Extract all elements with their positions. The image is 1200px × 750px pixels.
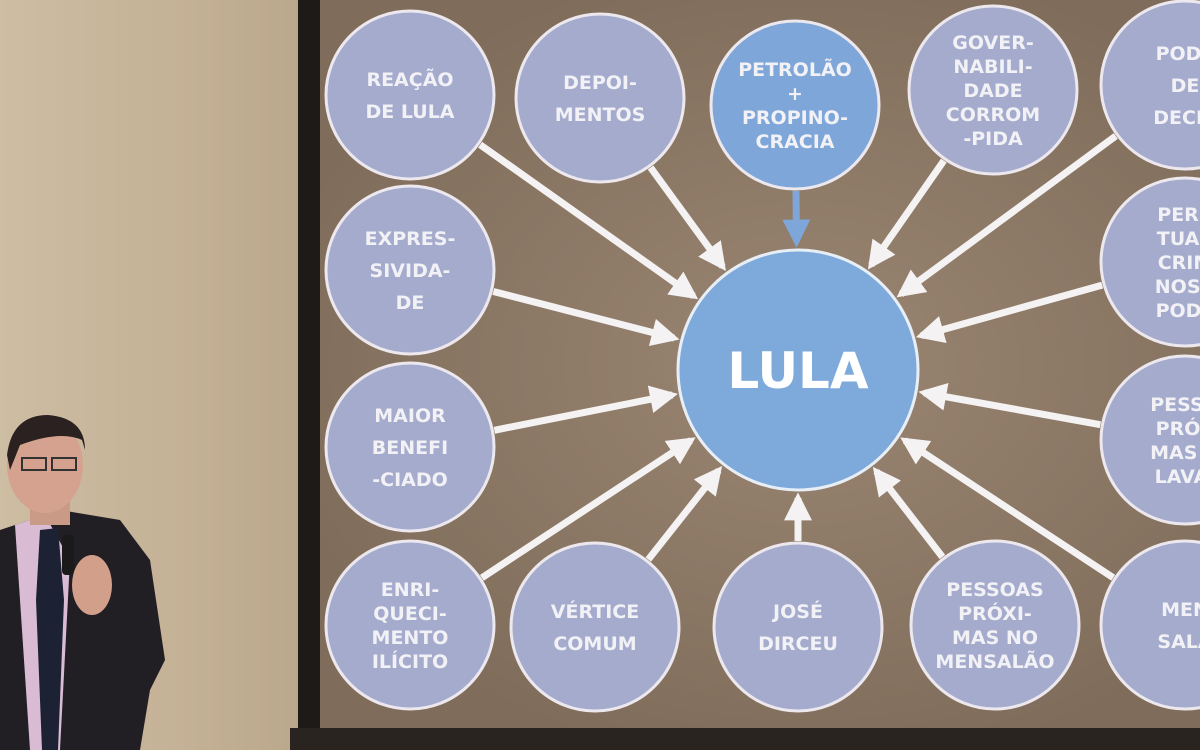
- arrow-perpetuacao-criminosa: [915, 281, 1104, 344]
- arrow-enriquecimento-ilicito: [479, 437, 696, 581]
- center-circle: [676, 248, 920, 492]
- node-label-line: BENEFI: [372, 437, 448, 459]
- node-label-line: MENTOS: [555, 104, 646, 126]
- node-label-line: LAVAJ: [1155, 466, 1200, 488]
- arrow-maior-beneficiado: [493, 385, 678, 434]
- node-circle: [1099, 176, 1200, 348]
- node-label-line: CRACIA: [756, 131, 835, 153]
- node-label-line: ENRI-: [381, 579, 439, 601]
- node-label-line: PRÓXI-: [958, 601, 1032, 625]
- node-label-line: MENTO: [372, 627, 449, 649]
- arrow-poder-de-decisao: [896, 133, 1118, 298]
- node-maior-beneficiado: MAIOR BENEFI -CIADO: [324, 361, 496, 533]
- node-label-line: NOSA: [1155, 276, 1200, 298]
- node-label-line: DIRCEU: [758, 633, 838, 655]
- node-circle: [909, 539, 1081, 711]
- arrow-mensalao: [900, 437, 1116, 581]
- node-label-line: NABILI-: [953, 56, 1032, 78]
- node-label-line: MEN: [1161, 599, 1200, 621]
- node-label-line: +: [787, 83, 803, 105]
- node-label-line: DEPOI-: [563, 72, 637, 94]
- node-label-line: PERP: [1157, 204, 1200, 226]
- node-label-line: DE: [396, 292, 425, 314]
- node-circle: [324, 361, 496, 533]
- arrow-petrolao-propinocracia: [782, 190, 811, 248]
- node-label-line: PETROLÃO: [738, 57, 852, 81]
- arrow-vertice-comum: [645, 466, 723, 562]
- node-label-line: -PIDA: [963, 128, 1023, 150]
- node-label-line: -CIADO: [372, 469, 448, 491]
- node-label-line: PODE: [1156, 300, 1200, 322]
- node-label-line: CRIM: [1158, 252, 1200, 274]
- node-label-line: QUECI-: [373, 603, 446, 625]
- node-label-line: PESSO: [1150, 394, 1200, 416]
- node-label-line: DE LULA: [365, 101, 454, 123]
- presenter-photo: [0, 415, 165, 750]
- node-label-line: DE: [1171, 75, 1200, 97]
- node-label-line: MAS N: [1150, 442, 1200, 464]
- node-vertice-comum: VÉRTICE COMUM: [509, 541, 681, 713]
- node-label-line: JOSÉ: [771, 600, 823, 623]
- node-circle: [907, 4, 1079, 176]
- node-circle: [324, 9, 496, 181]
- node-expressividade: EXPRES- SIVIDA- DE: [324, 184, 496, 356]
- node-label-line: VÉRTICE: [551, 600, 639, 623]
- center-node-lula: LULA: [676, 248, 920, 492]
- node-label-line: MENSALÃO: [935, 649, 1054, 673]
- node-mensalao: MEN SALÃ: [1099, 539, 1200, 711]
- node-label-line: PROPINO-: [742, 107, 848, 129]
- presentation-slide: REAÇÃO DE LULA DEPOI- MENTOS PETROLÃO+PROPIN…: [320, 0, 1200, 728]
- arrow-expressividade: [492, 288, 680, 347]
- node-jose-dirceu: JOSÉ DIRCEU: [712, 541, 884, 713]
- node-petrolao-propinocracia: PETROLÃO+PROPINO-CRACIA: [709, 19, 881, 191]
- lula-diagram: REAÇÃO DE LULA DEPOI- MENTOS PETROLÃO+PROPIN…: [324, 0, 1200, 713]
- node-pessoas-proximas-lavajato: PESSOPRÓXMAS NLAVAJ: [1099, 354, 1200, 526]
- node-label-line: EXPRES-: [365, 228, 456, 250]
- node-label-line: SIVIDA-: [370, 260, 451, 282]
- node-label-line: COMUM: [553, 633, 636, 655]
- node-circle: [1099, 0, 1200, 171]
- arrow-depoimentos: [647, 165, 726, 272]
- node-poder-de-decisao: PODE DE DECIS: [1099, 0, 1200, 171]
- arrow-pessoas-proximas-mensalao: [872, 466, 946, 560]
- node-label-line: DECIS: [1153, 107, 1200, 129]
- node-reacao-de-lula: REAÇÃO DE LULA: [324, 9, 496, 181]
- node-circle: [712, 541, 884, 713]
- node-circle: [709, 19, 881, 191]
- node-label-line: REAÇÃO: [366, 67, 453, 91]
- node-circle: [324, 184, 496, 356]
- center-label: LULA: [727, 342, 869, 400]
- node-label-line: MAS NO: [952, 627, 1038, 649]
- node-circle: [514, 12, 686, 184]
- node-label-line: SALÃ: [1157, 629, 1200, 653]
- node-label-line: MAIOR: [374, 405, 446, 427]
- node-perpetuacao-criminosa: PERPTUAÇCRIMNOSAPODE: [1099, 176, 1200, 348]
- node-circle: [509, 541, 681, 713]
- node-circle: [1099, 354, 1200, 526]
- node-label-line: TUAÇ: [1157, 228, 1200, 250]
- node-label-line: CORROM: [946, 104, 1040, 126]
- node-circle: [1099, 539, 1200, 711]
- node-depoimentos: DEPOI- MENTOS: [514, 12, 686, 184]
- arrow-governabilidade-corrompida: [867, 158, 947, 270]
- node-label-line: PRÓX: [1156, 416, 1200, 440]
- node-label-line: DADE: [963, 80, 1022, 102]
- arrow-reacao-de-lula: [478, 141, 699, 300]
- projector-screen-frame: [298, 0, 322, 750]
- node-circle: [324, 539, 496, 711]
- node-label-line: ILÍCITO: [372, 650, 448, 673]
- node-label-line: PESSOAS: [946, 579, 1043, 601]
- node-label-line: GOVER-: [952, 32, 1033, 54]
- screen-bottom-edge: [290, 728, 1200, 750]
- node-label-line: PODE: [1156, 43, 1200, 65]
- arrow-pessoas-proximas-lavajato: [918, 382, 1101, 429]
